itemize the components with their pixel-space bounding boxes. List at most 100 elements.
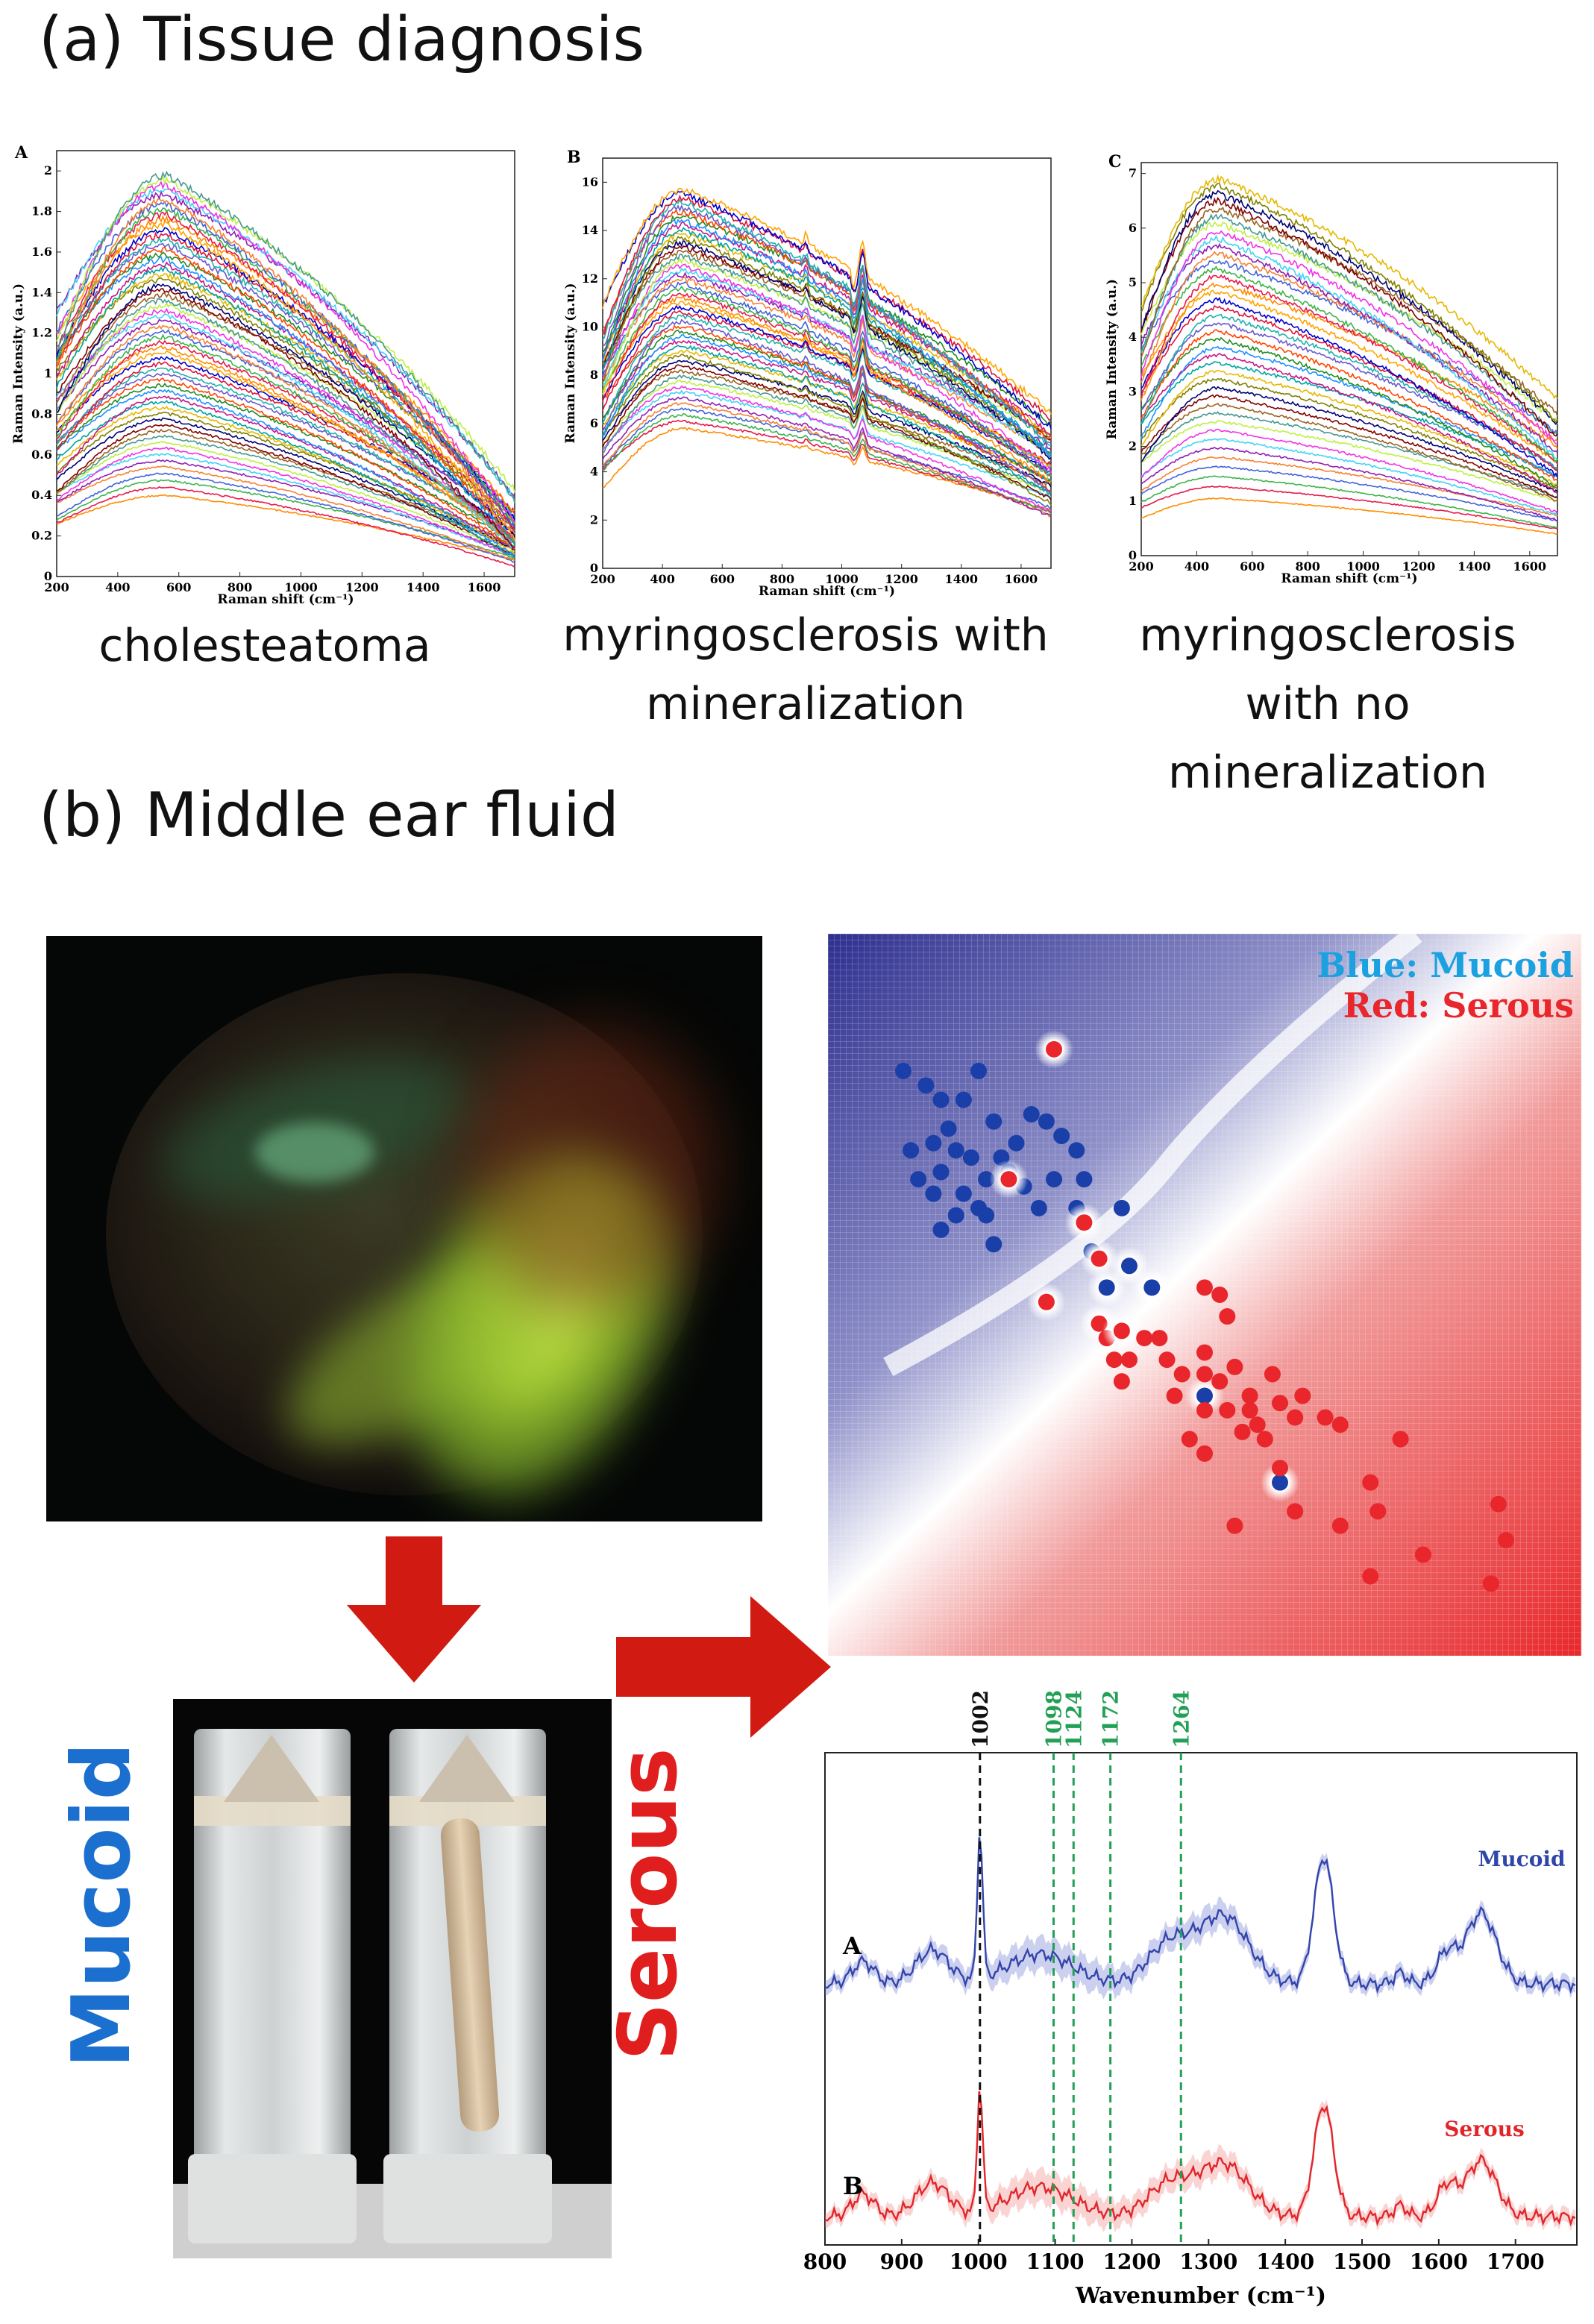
y-tick-label-1: 1 <box>1129 494 1137 508</box>
x-tick-label-9: 1700 <box>1487 2249 1545 2274</box>
spectrum-line <box>56 472 515 563</box>
spectrum-line <box>602 190 1052 430</box>
mucoid-point <box>940 1120 957 1137</box>
spectrum-line <box>56 459 515 553</box>
x-tick-label-2: 600 <box>710 572 735 586</box>
mucoid-point <box>985 1236 1002 1253</box>
plot-frame <box>1140 162 1558 556</box>
y-tick-label-6: 1.2 <box>31 326 52 340</box>
peak-label-3: 1172 <box>1099 1690 1123 1748</box>
spectrum-line <box>602 407 1052 510</box>
spectrum-line <box>1140 361 1558 478</box>
serous-point <box>1256 1430 1273 1448</box>
mucoid-point <box>985 1113 1002 1130</box>
caption-b: myringosclerosis with mineralization <box>537 601 1074 738</box>
serous-point <box>1498 1532 1514 1549</box>
decision-boundary <box>883 934 1422 1377</box>
spectrum-line <box>56 446 515 558</box>
mucoid-point <box>925 1185 942 1202</box>
y-tick-label-1: 2 <box>590 512 598 527</box>
serous-point <box>1362 1474 1379 1491</box>
serous-point <box>1038 1293 1055 1310</box>
spectrum-line <box>1140 329 1558 481</box>
spectrum-line <box>602 385 1052 512</box>
x-tick-label-5: 1200 <box>1402 559 1436 574</box>
x-tick-label-2: 1000 <box>950 2249 1008 2274</box>
y-tick-label-5: 10 <box>582 319 598 333</box>
arrow-down-icon <box>347 1536 481 1683</box>
caption-b-line-2: mineralization <box>645 678 966 730</box>
x-tick-label-1: 900 <box>880 2249 923 2274</box>
panel-label: C <box>1108 152 1122 172</box>
x-tick-label-2: 600 <box>1240 559 1264 574</box>
serous-point <box>1317 1409 1334 1426</box>
spectrum-line <box>56 318 515 532</box>
mucoid-point <box>917 1077 935 1094</box>
mucoid-point <box>895 1062 911 1079</box>
serous-point <box>1105 1351 1123 1369</box>
peak-label-2: 1124 <box>1061 1690 1086 1748</box>
spectrum-line <box>1140 394 1558 499</box>
mucoid-point <box>932 1091 950 1108</box>
spectrum-line <box>1140 183 1558 424</box>
y-tick-label-6: 12 <box>582 271 598 286</box>
panel-label: B <box>567 148 581 167</box>
spectrum-line <box>56 377 515 550</box>
x-axis-label: Raman shift (cm⁻¹) <box>1281 571 1417 586</box>
spectrum-line <box>602 187 1052 415</box>
y-tick-label-4: 0.8 <box>31 406 52 421</box>
serous-point <box>1181 1430 1198 1448</box>
spectrum-line <box>56 333 515 543</box>
spectrum-line <box>602 345 1052 495</box>
caption-b-line-1: myringosclerosis with <box>562 609 1049 662</box>
serous-point <box>1158 1351 1176 1369</box>
serous-label: Serous <box>602 1747 695 2061</box>
serous-point <box>1151 1330 1168 1347</box>
x-tick-label-5: 1200 <box>345 580 379 594</box>
mucoid-point <box>970 1199 987 1216</box>
spectrum-line <box>56 486 515 568</box>
spectrum-line <box>56 406 515 553</box>
serous-point <box>1113 1322 1130 1340</box>
serous-point <box>1482 1575 1499 1592</box>
spectrum-line <box>1140 289 1558 465</box>
mucoid-point <box>1068 1142 1085 1159</box>
y-tick-label-4: 8 <box>590 368 598 382</box>
x-tick-label-6: 1400 <box>1457 559 1491 574</box>
mucoid-point <box>1113 1199 1130 1216</box>
spectrum-line <box>602 354 1052 506</box>
spectrum-line <box>56 400 515 559</box>
spectrum-line <box>602 412 1052 515</box>
x-tick-label-7: 1500 <box>1333 2249 1391 2274</box>
spectrum-line <box>56 214 515 512</box>
spectrum-line <box>1140 438 1558 517</box>
y-tick-label-3: 6 <box>590 416 598 430</box>
x-tick-label-3: 800 <box>770 572 794 586</box>
serous-point <box>1272 1395 1288 1412</box>
y-tick-label-7: 1.4 <box>31 285 52 299</box>
spectrum-line <box>56 367 515 541</box>
mucoid-point <box>1143 1279 1161 1296</box>
serous-point <box>1196 1344 1213 1361</box>
serous-point <box>1166 1387 1183 1404</box>
x-tick-label-2: 600 <box>166 580 191 594</box>
spectrum-line <box>1140 230 1558 445</box>
spectrum-line <box>1140 196 1558 437</box>
mucoid-point <box>947 1207 964 1224</box>
spectrum-line <box>602 369 1052 488</box>
spectrum-line <box>1140 174 1558 400</box>
y-tick-label-5: 1 <box>44 366 52 380</box>
spectrum-line <box>1140 336 1558 488</box>
spectrum-line <box>602 292 1052 477</box>
spectrum-line <box>602 204 1052 444</box>
x-tick-label-0: 200 <box>590 572 615 586</box>
mucoid-point <box>1030 1199 1047 1216</box>
caption-a: cholesteatoma <box>30 612 500 680</box>
serous-point <box>1196 1445 1213 1462</box>
x-tick-label-4: 1000 <box>284 580 318 594</box>
x-tick-label-3: 1100 <box>1026 2249 1085 2274</box>
x-axis-label: Wavenumber (cm⁻¹) <box>1075 2283 1326 2309</box>
spectrum-line <box>1140 485 1558 530</box>
spectrum-line <box>56 345 515 547</box>
